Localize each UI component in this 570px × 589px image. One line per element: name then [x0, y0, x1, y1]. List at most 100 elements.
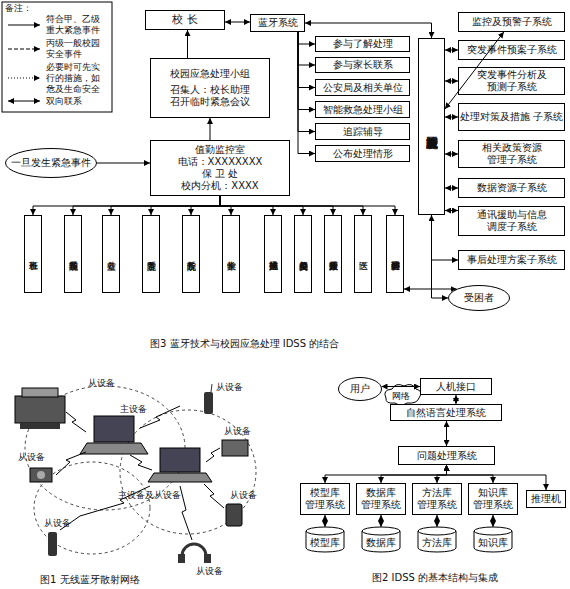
text-group: 自然语言处理系统: [406, 407, 486, 419]
text-group: 用户: [350, 383, 370, 395]
camera: [37, 471, 45, 479]
device-label: 主设备: [120, 404, 147, 415]
node-text: 公安局及相关单位: [323, 82, 403, 94]
cylinder-rim: [306, 531, 344, 535]
node-text: 召集人：校长助理 召开临时紧急会议: [151, 84, 269, 108]
legend-sample-dashed: [8, 49, 40, 50]
legend-text: 双向联系: [46, 96, 106, 107]
process-box: 模型库 管理系统: [300, 483, 350, 515]
node-text: 受困者: [464, 292, 494, 304]
connector: [445, 117, 458, 118]
process-box: 相关政策资源 管理子系统: [458, 140, 565, 168]
process-box: 送医: [354, 215, 372, 293]
node-text: 突发事件分析及 预测子系统: [459, 69, 564, 93]
device-label: 从设备: [88, 378, 115, 389]
device-label: 从设备: [18, 452, 45, 463]
connector: [210, 118, 211, 140]
connector: [445, 50, 458, 51]
legend-sample-double: [8, 101, 40, 102]
node-text: 蓝牙系统: [258, 17, 298, 29]
device-label: 从设备: [216, 382, 243, 393]
connector: [220, 196, 333, 215]
figure-caption: 图2 IDSS 的基本结构与集成: [372, 572, 498, 584]
figure-caption: 图3 蓝牙技术与校园应急处理 IDSS 的结合: [150, 338, 339, 350]
process-box: 公安局及相关单位: [294, 215, 312, 293]
laptop: [94, 416, 134, 442]
node-heading: 值勤监控室: [178, 144, 263, 156]
process-box: 校园应急处理小组召集人：校长助理 召开临时紧急会议: [150, 58, 270, 118]
node-text: 人机接口: [436, 381, 476, 393]
connector: [445, 81, 458, 82]
connector: [445, 210, 458, 211]
node-text: 推理机: [531, 493, 561, 505]
legend-frame: [2, 2, 112, 112]
process-box: 问题处理系统: [398, 446, 495, 465]
node-text: 知识库 管理系统: [469, 487, 517, 511]
node-text: 相关政策资源 管理子系统: [459, 142, 564, 166]
database-cylinder: 数据库: [361, 527, 401, 553]
text-group: 突发事件分析及 预测子系统: [459, 69, 564, 93]
node-text: 数据库: [366, 537, 396, 549]
edge-label: 网络: [392, 390, 410, 403]
text-group: 通讯援助与信息 调度子系统: [459, 209, 564, 233]
text-group: 数据库: [366, 537, 396, 549]
radio-link: [56, 452, 86, 475]
connector: [151, 196, 220, 215]
text-group: 智能救急处理小组: [323, 104, 403, 116]
connector: [445, 188, 458, 189]
device-label: 备注：: [5, 3, 32, 14]
radio-link: [180, 486, 192, 540]
laptop: [80, 443, 148, 454]
text-group: 参与家长联系: [333, 59, 393, 71]
process-box: 蓝牙系统: [250, 14, 305, 32]
node-text: 事后处理方案子系统: [467, 254, 557, 266]
process-box: 学生家长: [222, 215, 240, 293]
connector: [404, 289, 457, 290]
text-group: 一旦发生紧急事件: [11, 157, 91, 168]
process-box: 参与了解处理: [315, 36, 410, 52]
figure-caption: 图1 无线蓝牙散射网络: [40, 574, 140, 586]
antenna: [211, 384, 212, 392]
text-group: 推理机: [531, 493, 561, 505]
process-box: 事后处理方案子系统: [458, 250, 565, 270]
process-box: 方法库 管理系统: [412, 483, 462, 515]
legend-text: 必要时可先实 行的措施，如 危及生命安全: [46, 62, 106, 95]
process-box: 智能救急处理小组: [315, 101, 410, 118]
process-box: 校园应急智能决策支持系统: [418, 38, 445, 215]
node-text: 通讯援助与信息 调度子系统: [459, 209, 564, 233]
connector: [445, 154, 458, 155]
text-group: 校 长: [172, 13, 198, 26]
ellipse-node: 用户: [338, 377, 382, 401]
process-box: 推理机: [526, 490, 566, 508]
cylinder-rim: [418, 531, 456, 535]
text-group: 知识库 管理系统: [469, 487, 517, 511]
connector: [432, 215, 459, 260]
text-group: 追踪辅导: [343, 126, 383, 138]
ellipse-node: 受困者: [448, 285, 510, 311]
connector: [325, 515, 326, 527]
text-group: 受困者: [464, 292, 494, 304]
text-group: 知识库: [478, 537, 508, 549]
database-cylinder: 方法库: [417, 527, 457, 553]
text-group: 模型库 管理系统: [301, 487, 349, 511]
text-group: 监控及预警子系统: [472, 16, 552, 28]
device: [222, 440, 248, 456]
process-box: 通报家长及教师: [324, 215, 342, 293]
process-box: 突发事件预案子系统: [458, 40, 565, 60]
process-box: 知识库 管理系统: [468, 483, 518, 515]
process-box: 各院系主管: [142, 215, 160, 293]
node-text: 知识库: [478, 537, 508, 549]
headset: [204, 554, 211, 563]
connector: [225, 22, 250, 23]
process-box: 公安局及相关单位: [315, 79, 410, 96]
text-group: 突发事件预案子系统: [467, 44, 557, 56]
text-group: 参与了解处理: [333, 38, 393, 50]
process-box: 校 长: [145, 10, 225, 30]
headset: [178, 554, 185, 563]
process-box: 人机接口: [420, 378, 492, 395]
camera: [30, 468, 52, 482]
connector: [298, 32, 315, 44]
text-group: 人机接口: [436, 381, 476, 393]
process-box: 参与家长联系: [315, 57, 410, 73]
